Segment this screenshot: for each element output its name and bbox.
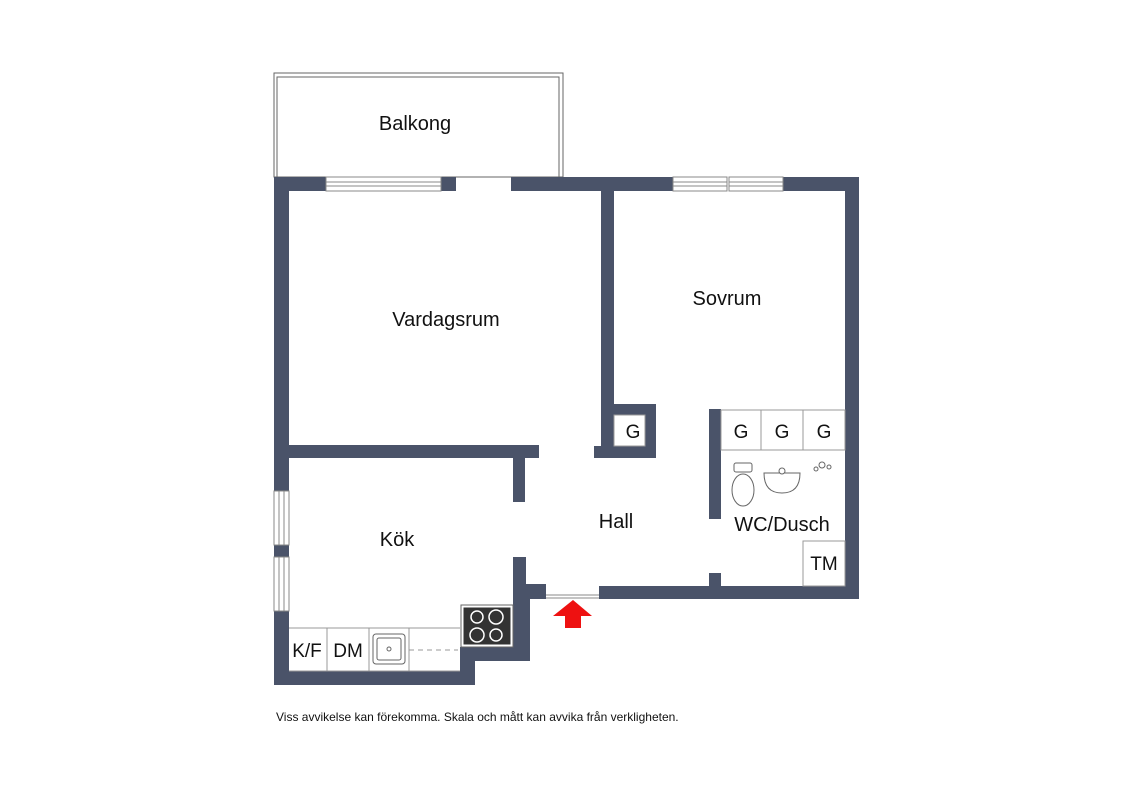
shower-icon xyxy=(813,461,832,472)
room-label-sovrum: Sovrum xyxy=(693,288,762,310)
tm-label: TM xyxy=(810,554,837,575)
room-label-balkong: Balkong xyxy=(379,113,451,135)
toilet-icon xyxy=(731,462,755,507)
wall-left-lower xyxy=(274,611,289,685)
wall-entrance-left xyxy=(525,584,546,599)
wardrobe-1 xyxy=(613,414,646,447)
wall-bottom-right xyxy=(599,586,859,599)
wall-entrance-column xyxy=(513,557,526,599)
wall-top-right-a xyxy=(511,177,673,191)
wall-kitchen-right xyxy=(513,599,530,661)
room-label-kok: Kök xyxy=(380,529,415,551)
wall-closet-top xyxy=(601,404,656,415)
kf-label: K/F xyxy=(292,641,322,662)
wall-wc-stub xyxy=(709,573,721,587)
wall-kitchen-step xyxy=(460,647,530,661)
kitchen-counter xyxy=(289,627,460,672)
entrance-door xyxy=(546,594,599,599)
wardrobe-label-2: G xyxy=(734,422,749,443)
room-label-wc: WC/Dusch xyxy=(734,514,830,536)
window-kitchen-b xyxy=(273,556,290,612)
washbasin-icon xyxy=(763,467,801,494)
wall-bottom-left xyxy=(274,671,475,685)
sink-icon xyxy=(372,633,406,665)
wall-left-upper xyxy=(274,177,289,491)
wardrobe-3 xyxy=(760,409,804,451)
wall-living-bottom xyxy=(274,445,539,458)
entrance-arrow-icon xyxy=(553,600,592,628)
window-bedroom-b xyxy=(728,176,784,192)
wardrobe-4 xyxy=(802,409,846,451)
wardrobe-label-3: G xyxy=(775,422,790,443)
stove-icon xyxy=(460,604,514,648)
wall-closet-bottom xyxy=(594,446,656,458)
wall-top-right-b xyxy=(783,177,859,191)
wardrobe-label-4: G xyxy=(817,422,832,443)
room-label-vardagsrum: Vardagsrum xyxy=(392,309,499,331)
wall-bedroom-left xyxy=(601,191,614,456)
wardrobes xyxy=(613,409,846,587)
window-kitchen-a xyxy=(273,490,290,546)
wall-kitchen-stub xyxy=(513,458,525,502)
wc-fixtures xyxy=(731,461,832,507)
room-label-hall: Hall xyxy=(599,511,633,533)
wall-right xyxy=(845,177,859,599)
tm-box xyxy=(802,540,846,587)
wardrobe-label-1: G xyxy=(626,422,641,443)
wall-closet-right xyxy=(645,404,656,458)
wall-left-mid xyxy=(274,545,289,557)
wall-top-mid xyxy=(441,177,456,191)
dm-label: DM xyxy=(333,641,363,662)
window-living xyxy=(325,176,442,192)
window-bedroom-a xyxy=(672,176,728,192)
wall-wc-left xyxy=(709,409,721,519)
walls xyxy=(274,177,859,685)
disclaimer-text: Viss avvikelse kan förekomma. Skala och … xyxy=(276,710,679,724)
windows xyxy=(273,176,784,612)
